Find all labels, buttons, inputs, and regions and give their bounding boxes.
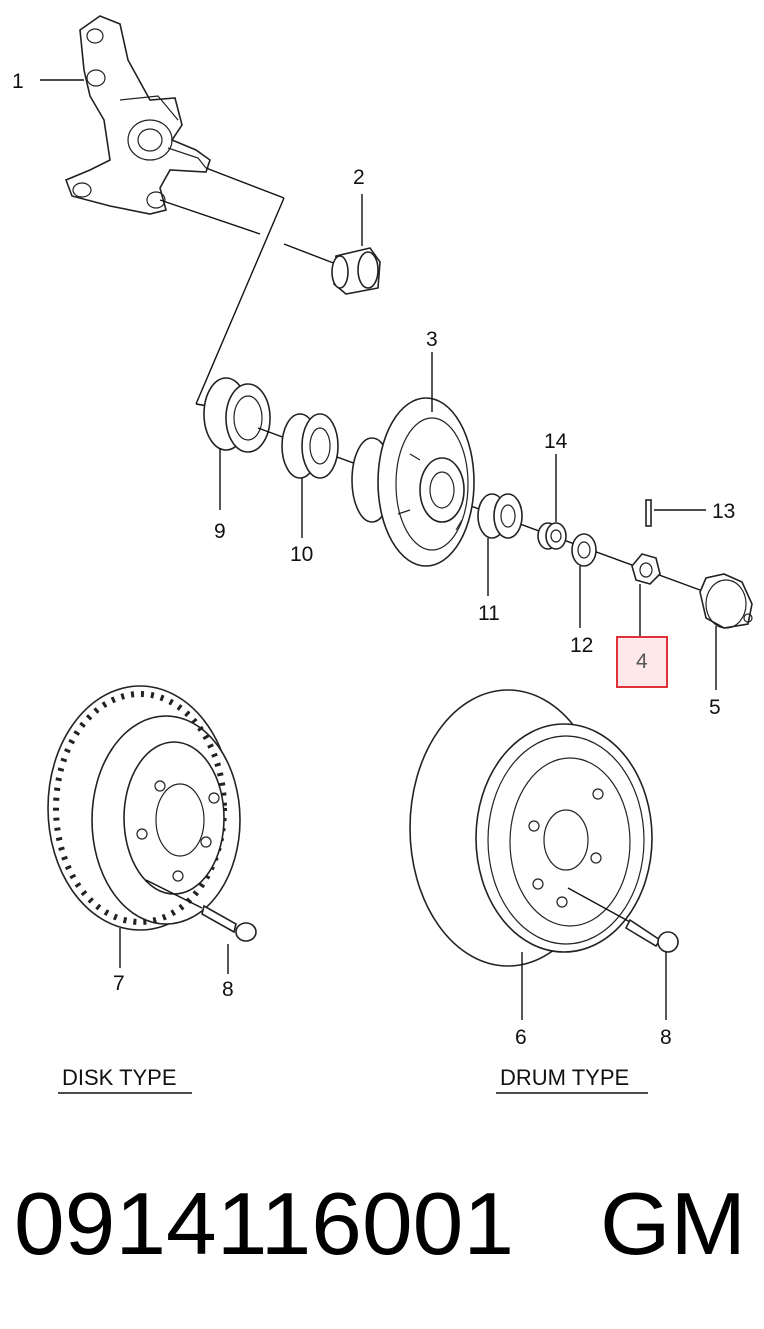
- callout-2: 2: [353, 166, 365, 189]
- callout-8-drum: 8: [660, 1026, 672, 1049]
- brand-name: GM: [600, 1174, 746, 1273]
- callout-7: 7: [113, 972, 125, 995]
- cap-part-5: [699, 573, 753, 690]
- nut-part-4: [631, 553, 661, 638]
- highlight-box-part-4: [616, 636, 668, 688]
- bearing-part-14: [537, 454, 567, 550]
- callout-12: 12: [570, 634, 593, 657]
- callout-5: 5: [709, 696, 721, 719]
- bushing-part-2: [331, 247, 381, 295]
- bearing-part-10: [281, 413, 339, 538]
- callout-10: 10: [290, 543, 313, 566]
- washer-part-12: [571, 533, 597, 628]
- callout-9: 9: [214, 520, 226, 543]
- callout-6: 6: [515, 1026, 527, 1049]
- knuckle-part-1: [64, 15, 211, 215]
- brake-drum-part-6: [409, 689, 653, 1020]
- callout-14: 14: [544, 430, 568, 453]
- leader-lines-top: [40, 79, 363, 411]
- part-number: 0914116001: [14, 1174, 514, 1273]
- bearing-part-11: [477, 493, 523, 596]
- seal-part-9: [203, 377, 271, 510]
- screw-part-8-disk: [145, 879, 257, 974]
- callout-8-disk: 8: [222, 978, 234, 1001]
- callout-11: 11: [478, 602, 500, 625]
- screw-part-8-drum: [567, 887, 679, 1020]
- drum-type-label: DRUM TYPE: [500, 1065, 629, 1090]
- callout-3: 3: [426, 328, 438, 351]
- brake-disk-part-7: [47, 685, 241, 968]
- hub-part-3: [351, 352, 475, 567]
- callout-4: 4: [636, 650, 648, 673]
- callout-1: 1: [12, 70, 24, 93]
- callout-13: 13: [712, 500, 735, 523]
- cotter-pin-part-13: [645, 499, 706, 527]
- disk-type-label: DISK TYPE: [62, 1065, 177, 1090]
